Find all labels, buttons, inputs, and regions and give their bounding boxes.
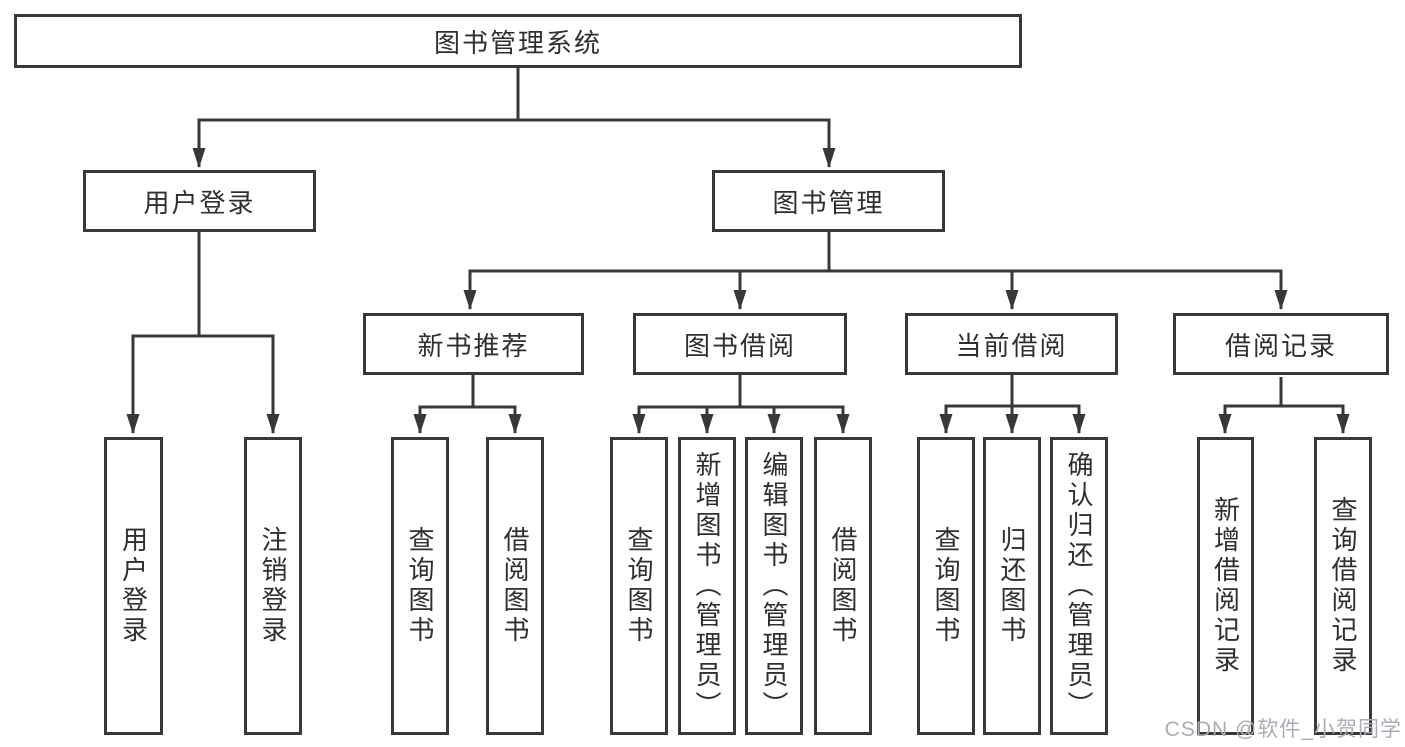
node-book-borrowing: 图书借阅	[633, 313, 847, 375]
node-book-management: 图书管理	[712, 170, 945, 232]
node-bb-add-book-admin: 新增图书（管理员）	[678, 437, 736, 735]
node-bb-edit-book-admin: 编辑图书（管理员）	[745, 437, 803, 735]
connector-book-management	[463, 232, 1288, 310]
node-borrowing-records: 借阅记录	[1173, 313, 1389, 375]
node-new-book-recommend: 新书推荐	[363, 313, 584, 375]
node-nbr-query-book: 查询图书	[391, 437, 449, 735]
node-cb-return-book: 归还图书	[983, 437, 1041, 735]
node-bb-query-book: 查询图书	[610, 437, 668, 735]
node-bb-borrow-book: 借阅图书	[814, 437, 872, 735]
connector-borrowing-records	[1218, 377, 1350, 434]
node-br-add-record: 新增借阅记录	[1197, 437, 1254, 735]
node-cb-query-book: 查询图书	[917, 437, 975, 735]
connector-user-login	[126, 232, 280, 434]
node-br-query-record: 查询借阅记录	[1314, 437, 1372, 735]
watermark: CSDN @软件_小贺同学	[1164, 718, 1402, 741]
node-current-borrowing: 当前借阅	[905, 313, 1118, 375]
node-cb-confirm-return-admin: 确认归还（管理员）	[1050, 437, 1108, 735]
node-user-login: 用户登录	[83, 170, 316, 232]
connector-book-borrowing	[632, 375, 850, 434]
node-root: 图书管理系统	[14, 14, 1022, 68]
node-login: 用户登录	[104, 437, 163, 735]
node-logout: 注销登录	[244, 437, 302, 735]
connector-new-book-recommend	[413, 375, 522, 434]
connector-root-to-level2	[192, 68, 836, 168]
connector-current-borrowing	[939, 375, 1086, 434]
node-nbr-borrow-book: 借阅图书	[486, 437, 544, 735]
